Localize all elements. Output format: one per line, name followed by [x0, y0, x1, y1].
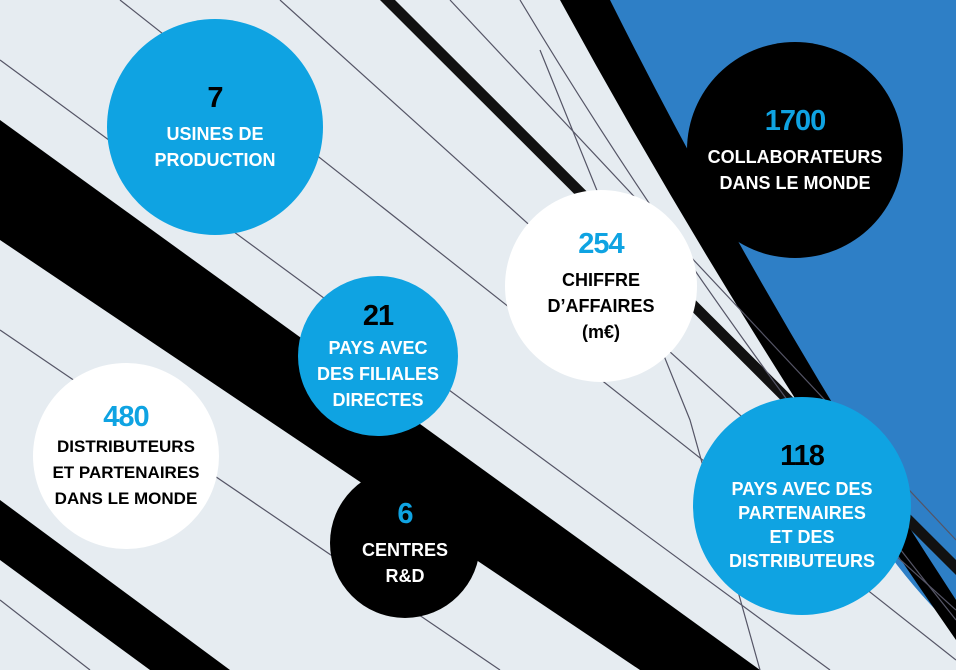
stat-value: 6 — [397, 497, 413, 530]
label-line: PAYS AVEC DES — [731, 478, 873, 499]
label-line: R&D — [385, 565, 425, 586]
stat-label: CHIFFRE D’AFFAIRES (m€) — [547, 267, 654, 345]
stat-label: PAYS AVEC DES FILIALES DIRECTES — [317, 335, 439, 413]
stat-circle-subsidiaries: 21 PAYS AVEC DES FILIALES DIRECTES — [298, 276, 458, 436]
stat-circle-partner-countries: 118 PAYS AVEC DES PARTENAIRES ET DES DIS… — [693, 397, 911, 615]
stat-label: PAYS AVEC DES PARTENAIRES ET DES DISTRIB… — [729, 477, 875, 573]
stat-circle-distributors: 480 DISTRIBUTEURS ET PARTENAIRES DANS LE… — [33, 363, 219, 549]
label-line: PRODUCTION — [154, 149, 276, 170]
stat-value: 118 — [780, 439, 825, 472]
label-line: CENTRES — [361, 539, 448, 560]
label-line: COLLABORATEURS — [707, 146, 883, 167]
label-line: PARTENAIRES — [738, 502, 866, 523]
label-line: DANS LE MONDE — [54, 488, 198, 508]
facade-stripe — [0, 500, 230, 670]
stat-value: 1700 — [764, 104, 827, 137]
stat-circle-employees: 1700 COLLABORATEURS DANS LE MONDE — [687, 42, 903, 258]
label-line: DES FILIALES — [316, 363, 439, 384]
stat-label: DISTRIBUTEURS ET PARTENAIRES DANS LE MON… — [52, 434, 199, 512]
stat-circle-production-plants: 7 USINES DE PRODUCTION — [107, 19, 323, 235]
stat-label: USINES DE PRODUCTION — [155, 121, 276, 173]
stat-circle-rd-centers: 6 CENTRES R&D — [330, 468, 480, 618]
stat-label: CENTRES R&D — [362, 537, 448, 589]
stat-value: 21 — [362, 299, 394, 332]
label-line: DANS LE MONDE — [719, 172, 871, 193]
label-line: DIRECTES — [332, 389, 424, 410]
label-line: (m€) — [581, 321, 620, 342]
label-line: ET PARTENAIRES — [52, 462, 200, 482]
stat-circle-revenue: 254 CHIFFRE D’AFFAIRES (m€) — [505, 190, 697, 382]
label-line: ET DES — [769, 526, 835, 547]
stat-value: 7 — [207, 81, 223, 114]
label-line: PAYS AVEC — [328, 337, 428, 358]
label-line: DISTRIBUTEURS — [728, 550, 875, 571]
stat-label: COLLABORATEURS DANS LE MONDE — [708, 144, 883, 196]
stat-value: 254 — [578, 227, 624, 260]
label-line: DISTRIBUTEURS — [57, 436, 195, 456]
label-line: CHIFFRE — [561, 269, 640, 290]
label-line: USINES DE — [166, 123, 264, 144]
label-line: D’AFFAIRES — [547, 295, 655, 316]
stat-value: 480 — [103, 400, 149, 433]
